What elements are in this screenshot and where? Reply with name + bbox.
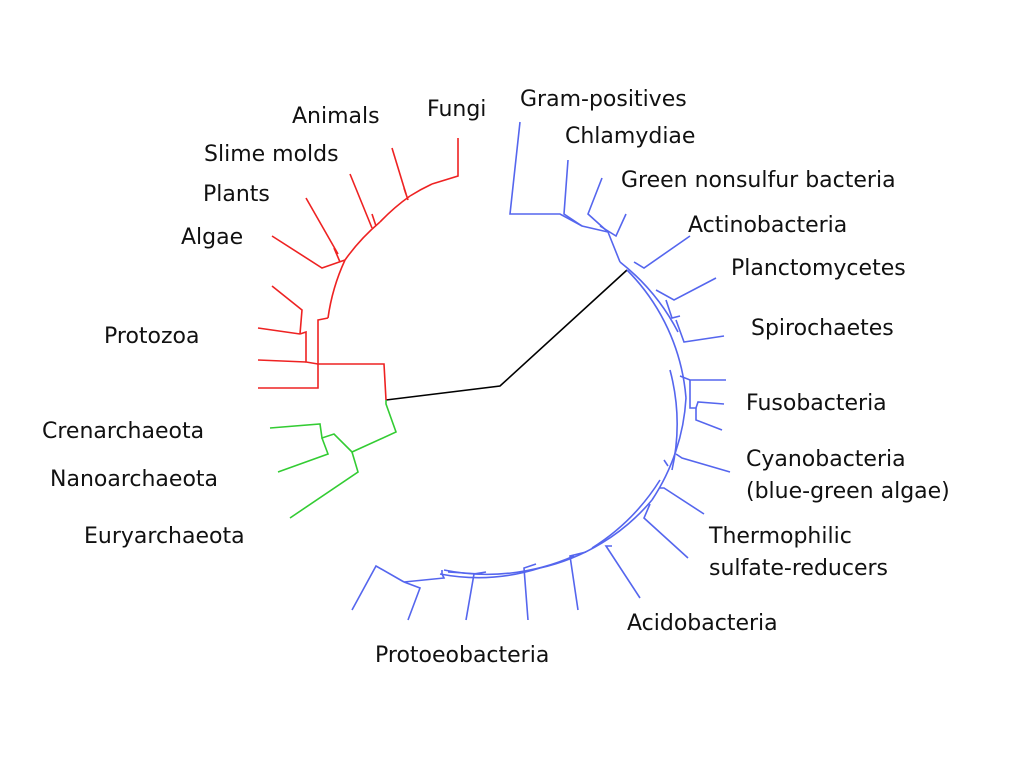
eukaryota-branch-6: [271, 285, 303, 335]
label-spirochaetes: Spirochaetes: [751, 316, 894, 341]
bacteria-branch-6: [669, 369, 678, 471]
label-protozoa: Protozoa: [104, 324, 200, 349]
bacteria-branch-19: [695, 408, 723, 431]
bacteria-branch-5: [619, 261, 679, 333]
eukaryota-branch-13: [409, 183, 433, 197]
archaea-branches: [269, 400, 398, 519]
bacteria-branch-15: [665, 299, 681, 319]
eukaryota-branch-4: [257, 359, 307, 363]
eukaryota-branch-12: [349, 173, 373, 229]
bacteria-branch-28: [403, 570, 446, 621]
label-actinobacteria: Actinobacteria: [688, 213, 848, 238]
bacteria-branch-10: [563, 159, 583, 227]
eukaryota-branch-15: [431, 138, 459, 185]
bacteria-branch-22: [660, 487, 705, 515]
bacteria-branch-16: [675, 319, 725, 343]
bacteria-branch-3: [539, 499, 653, 569]
bacteria-branch-30: [447, 571, 481, 575]
label-algae: Algae: [181, 225, 244, 250]
eukaryota-branch-10: [305, 197, 339, 255]
label-proteobacteria: Protoeobacteria: [375, 643, 550, 668]
label-euryarchaeota: Euryarchaeota: [84, 524, 245, 549]
label-plants: Plants: [203, 182, 270, 207]
eukaryota-branch-3: [299, 330, 319, 365]
eukaryota-branch-9: [344, 221, 381, 261]
label-nanoarchaeota: Nanoarchaeota: [50, 467, 219, 492]
bacteria-branch-26: [523, 563, 537, 621]
bacteria-branch-25: [569, 551, 587, 611]
bacteria-branch-1: [626, 269, 687, 399]
label-fusobacteria: Fusobacteria: [746, 391, 887, 416]
eukaryota-branch-17: [371, 213, 377, 227]
root-branches: [385, 269, 628, 401]
label-cyanobacteria-line1: Cyanobacteria: [746, 447, 906, 472]
archaea-branch-2: [277, 437, 330, 473]
bacteria-branch-13: [633, 235, 691, 269]
eukaryota-branches: [257, 138, 459, 401]
label-crenarchaeota: Crenarchaeota: [42, 419, 205, 444]
bacteria-branch-9: [509, 121, 621, 263]
bacteria-branch-23: [643, 503, 689, 559]
bacteria-branch-11: [587, 177, 609, 233]
bacteria-branch-17: [679, 375, 726, 381]
eukaryota-branch-8: [271, 235, 346, 269]
bacteria-branch-20: [675, 453, 731, 473]
label-planctomycetes: Planctomycetes: [731, 256, 906, 281]
label-gram-positives: Gram-positives: [520, 87, 687, 112]
archaea-branch-1: [269, 400, 398, 453]
bacteria-branch-18: [689, 380, 725, 409]
label-animals: Animals: [292, 104, 380, 129]
label-cyanobacteria-line2: (blue-green algae): [746, 479, 950, 504]
bacteria-branch-12: [599, 213, 627, 238]
root-branch-1: [385, 269, 628, 401]
bacteria-branch-7: [591, 479, 661, 549]
bacteria-branch-29: [351, 564, 405, 611]
label-thermophilic-line2: sulfate-reducers: [709, 556, 888, 581]
label-fungi: Fungi: [427, 97, 487, 122]
archaea-branch-3: [289, 451, 359, 519]
label-thermophilic-line1: Thermophilic: [709, 524, 852, 549]
label-acidobacteria: Acidobacteria: [627, 611, 778, 636]
eukaryota-branch-5: [257, 327, 301, 335]
eukaryota-branch-16: [333, 247, 341, 263]
bacteria-branches: [351, 121, 731, 621]
bacteria-branch-27: [465, 571, 487, 621]
eukaryota-branch-1: [317, 317, 387, 401]
eukaryota-branch-2: [258, 364, 319, 389]
bacteria-branch-14: [655, 277, 717, 301]
bacteria-branch-21: [663, 459, 669, 467]
bacteria-branch-8: [443, 555, 575, 576]
label-slime-molds: Slime molds: [204, 142, 339, 167]
bacteria-branch-24: [604, 545, 641, 599]
eukaryota-branch-11: [379, 195, 411, 223]
eukaryota-branch-14: [391, 147, 407, 195]
label-green-nonsulfur: Green nonsulfur bacteria: [621, 168, 896, 193]
eukaryota-branch-18: [403, 187, 409, 201]
label-chlamydiae: Chlamydiae: [565, 124, 696, 149]
eukaryota-branch-7: [327, 259, 346, 319]
